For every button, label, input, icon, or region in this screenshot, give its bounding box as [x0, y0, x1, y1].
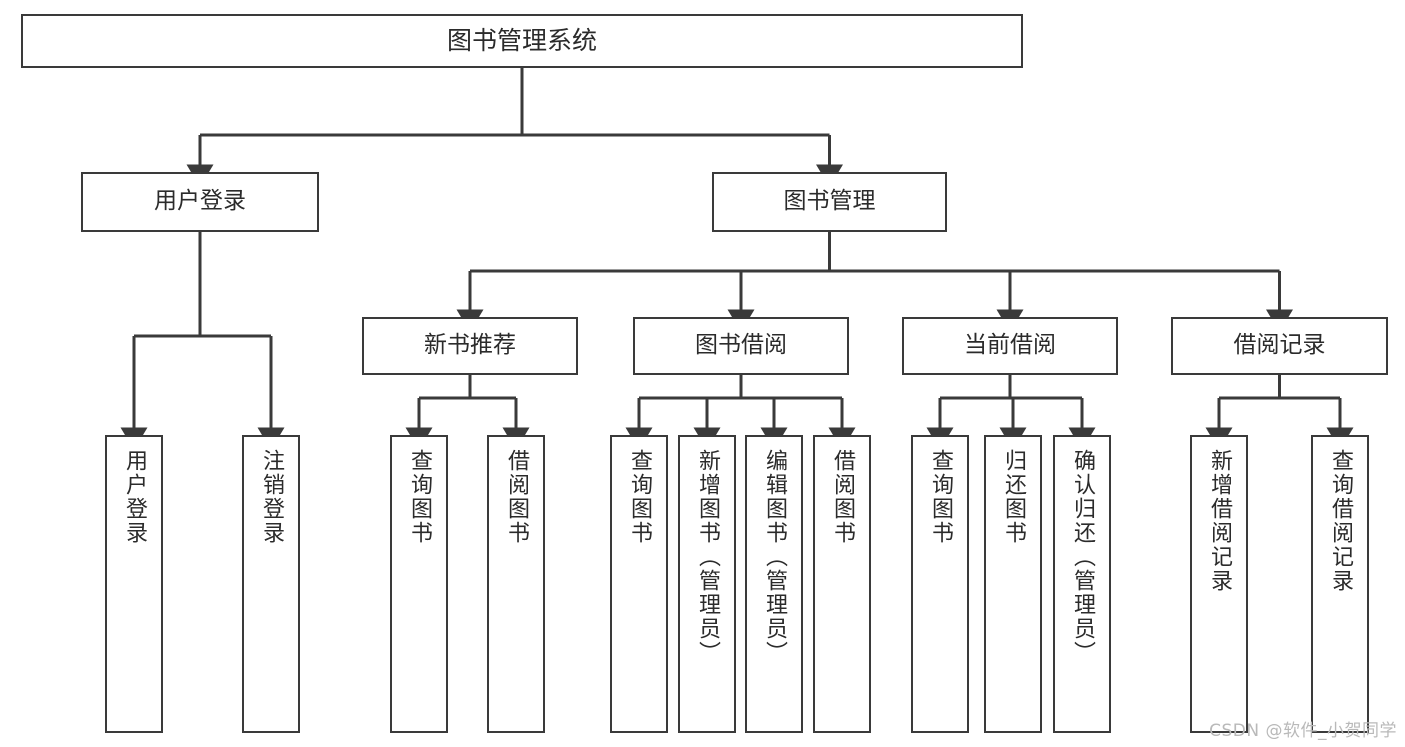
node-label: 查询图书 — [928, 449, 953, 545]
node-label: 查询图书 — [627, 449, 652, 545]
node-leaf-add-record[interactable]: 新增借阅记录 — [1190, 435, 1248, 733]
node-label: 确认归还（管理员） — [1070, 449, 1095, 665]
node-leaf-query-book-rec[interactable]: 查询图书 — [390, 435, 448, 733]
node-label: 新增借阅记录 — [1207, 449, 1232, 593]
node-book-borrow[interactable]: 图书借阅 — [633, 317, 849, 375]
node-label: 当前借阅 — [964, 332, 1056, 359]
node-book-manage[interactable]: 图书管理 — [712, 172, 947, 232]
node-user-login[interactable]: 用户登录 — [81, 172, 319, 232]
node-leaf-logout[interactable]: 注销登录 — [242, 435, 300, 733]
node-label: 查询图书 — [407, 449, 432, 545]
node-leaf-query-book-cur[interactable]: 查询图书 — [911, 435, 969, 733]
node-label: 借阅图书 — [504, 449, 529, 545]
node-label: 借阅图书 — [830, 449, 855, 545]
node-new-book-rec[interactable]: 新书推荐 — [362, 317, 578, 375]
node-root[interactable]: 图书管理系统 — [21, 14, 1023, 68]
node-label: 新书推荐 — [424, 332, 516, 359]
node-leaf-add-book[interactable]: 新增图书（管理员） — [678, 435, 736, 733]
node-label: 图书管理 — [783, 188, 876, 215]
node-borrow-record[interactable]: 借阅记录 — [1171, 317, 1388, 375]
node-leaf-query-record[interactable]: 查询借阅记录 — [1311, 435, 1369, 733]
node-leaf-confirm-return[interactable]: 确认归还（管理员） — [1053, 435, 1111, 733]
node-leaf-borrow-book[interactable]: 借阅图书 — [813, 435, 871, 733]
node-leaf-return-book[interactable]: 归还图书 — [984, 435, 1042, 733]
node-label: 新增图书（管理员） — [695, 449, 720, 665]
node-label: 用户登录 — [154, 188, 246, 215]
node-current-borrow[interactable]: 当前借阅 — [902, 317, 1118, 375]
node-leaf-edit-book[interactable]: 编辑图书（管理员） — [745, 435, 803, 733]
node-label: 归还图书 — [1001, 449, 1026, 545]
node-label: 借阅记录 — [1233, 332, 1326, 359]
node-leaf-borrow-book-rec[interactable]: 借阅图书 — [487, 435, 545, 733]
node-leaf-user-login[interactable]: 用户登录 — [105, 435, 163, 733]
connector-lines — [120, 68, 1354, 450]
node-label: 注销登录 — [259, 449, 284, 545]
node-label: 图书管理系统 — [446, 26, 597, 56]
node-label: 图书借阅 — [695, 332, 787, 359]
node-label: 用户登录 — [122, 449, 147, 545]
node-leaf-query-book[interactable]: 查询图书 — [610, 435, 668, 733]
node-label: 编辑图书（管理员） — [762, 449, 787, 665]
node-label: 查询借阅记录 — [1328, 449, 1353, 593]
watermark-label: CSDN @软件_小贺同学 — [1209, 721, 1397, 741]
